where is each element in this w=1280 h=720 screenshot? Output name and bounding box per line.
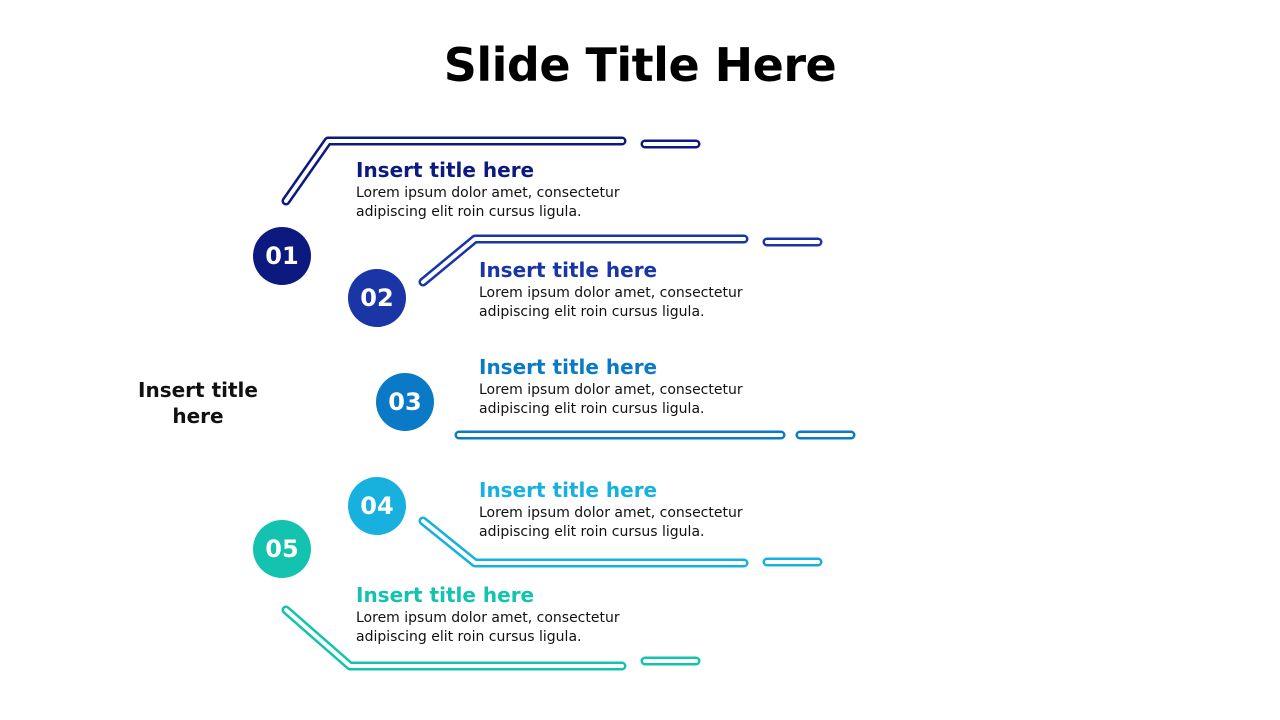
item-1-body: Lorem ipsum dolor amet, consectetur adip… [356,185,620,220]
item-3-text: Insert title here Lorem ipsum dolor amet… [479,355,799,419]
item-1-number-badge: 01 [253,227,311,285]
item-2-connector [418,234,823,287]
item-3-title: Insert title here [479,355,658,379]
item-4-text: Insert title here Lorem ipsum dolor amet… [479,478,799,542]
item-1-connector [281,136,701,206]
item-2-title: Insert title here [479,258,658,282]
item-2-text: Insert title here Lorem ipsum dolor amet… [479,258,799,322]
item-2-body: Lorem ipsum dolor amet, consectetur adip… [479,285,743,320]
item-2-number-badge: 02 [348,269,406,327]
item-1-title: Insert title here [356,158,535,182]
item-5-title: Insert title here [356,583,535,607]
item-4-body: Lorem ipsum dolor amet, consectetur adip… [479,505,743,540]
item-4-connector [418,516,823,568]
item-4-title: Insert title here [479,478,658,502]
center-label: Insert title here [138,378,258,428]
item-5-number-badge: 05 [253,520,311,578]
item-3-body: Lorem ipsum dolor amet, consectetur adip… [479,382,743,417]
slide-title: Slide Title Here [443,38,837,92]
item-5-body: Lorem ipsum dolor amet, consectetur adip… [356,610,620,645]
item-5-text: Insert title here Lorem ipsum dolor amet… [356,583,676,647]
item-5-connector [281,605,701,671]
item-3-number-badge: 03 [376,373,434,431]
item-1-text: Insert title here Lorem ipsum dolor amet… [356,158,676,222]
item-4-number-badge: 04 [348,477,406,535]
